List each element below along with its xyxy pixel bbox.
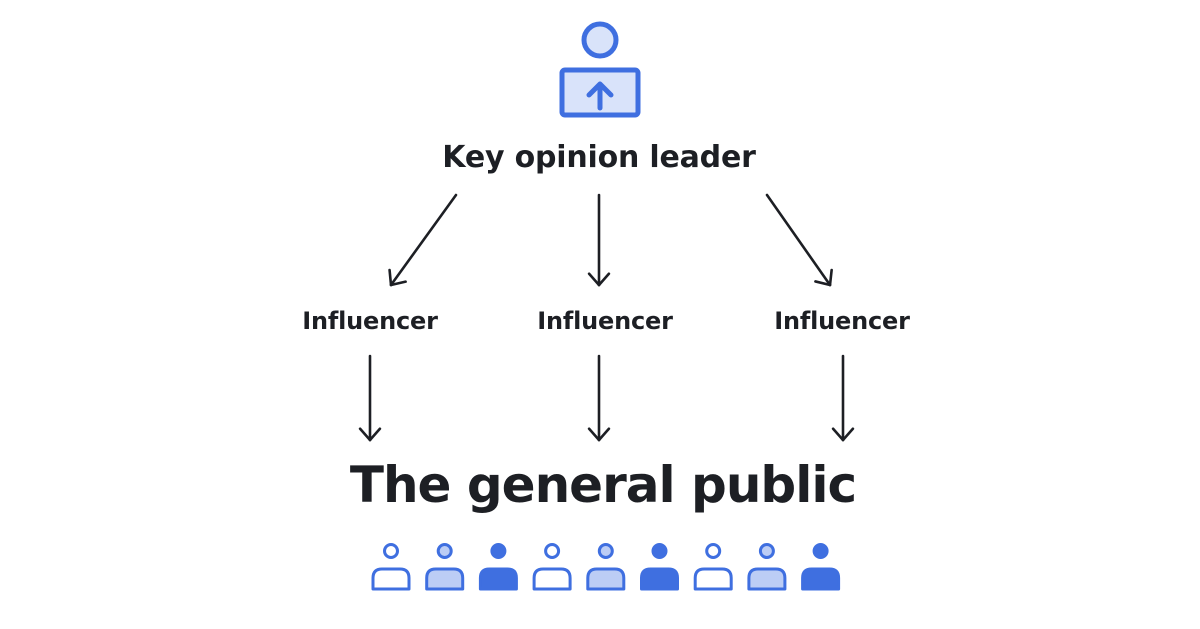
arrow-influencer-middle-to-public <box>587 354 611 442</box>
person-icon <box>532 543 572 591</box>
person-icon <box>640 543 679 591</box>
arrow-kol-to-influencer-left <box>388 193 458 287</box>
influencer-label-right: Influencer <box>774 307 910 335</box>
influencer-label-middle: Influencer <box>537 307 673 335</box>
person-upload-icon <box>559 21 641 118</box>
arrow-kol-to-influencer-middle <box>587 193 611 287</box>
person-icon <box>801 543 841 591</box>
person-icon <box>478 543 518 591</box>
arrow-influencer-left-to-public <box>358 354 382 442</box>
influencer-label-left: Influencer <box>302 307 438 335</box>
person-icon <box>693 543 733 591</box>
general-public-label: The general public <box>349 456 857 514</box>
crowd-row <box>371 543 841 591</box>
person-icon <box>371 543 411 591</box>
arrow-influencer-right-to-public <box>831 354 855 442</box>
person-icon <box>425 543 465 591</box>
person-icon <box>586 543 626 591</box>
key-opinion-leader-label: Key opinion leader <box>442 140 756 175</box>
arrow-kol-to-influencer-right <box>765 193 833 287</box>
person-icon <box>747 543 787 591</box>
